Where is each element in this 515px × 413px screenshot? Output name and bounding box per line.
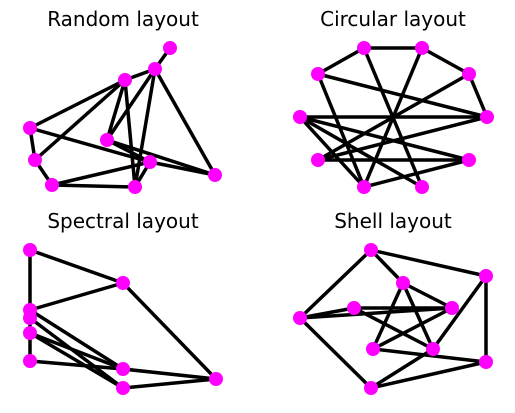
panel-title-circular: Circular layout — [320, 7, 466, 31]
graph-node — [116, 276, 130, 290]
graph-node — [209, 372, 223, 386]
graph-edge — [316, 46, 366, 76]
panel-title-spectral: Spectral layout — [47, 209, 198, 233]
graph-edge — [121, 377, 218, 390]
graph-node — [143, 155, 157, 169]
graph-edge — [28, 126, 152, 164]
panel-circular-edges — [298, 46, 489, 189]
graph-edge — [50, 183, 137, 189]
graph-edge — [28, 308, 125, 371]
graph-node — [148, 62, 162, 76]
graph-node — [208, 168, 222, 182]
graph-edge — [431, 274, 488, 351]
graph-node — [347, 301, 361, 315]
graph-edge — [28, 78, 127, 130]
graph-edge — [298, 115, 366, 189]
graph-node — [118, 73, 132, 87]
graph-edge — [298, 115, 471, 162]
panel-title-random: Random layout — [47, 7, 199, 31]
graph-edge — [298, 115, 424, 189]
graph-edge — [401, 281, 454, 310]
panel-spectral-nodes — [23, 243, 223, 395]
graph-node — [45, 178, 59, 192]
graph-edge — [28, 281, 125, 312]
graph-edge — [33, 78, 127, 162]
graph-node — [366, 342, 380, 356]
graph-edge — [369, 360, 488, 390]
panel-spectral: Spectral layout — [23, 209, 223, 395]
graph-edge — [371, 306, 454, 351]
graph-node — [462, 153, 476, 167]
graph-edge — [121, 281, 218, 381]
graph-edge — [105, 138, 217, 177]
graph-node — [311, 67, 325, 81]
panel-shell-nodes — [293, 243, 493, 395]
graph-node — [480, 110, 494, 124]
graph-edge — [50, 160, 152, 187]
panel-title-shell: Shell layout — [334, 209, 452, 233]
graph-node — [364, 381, 378, 395]
graph-edge — [123, 78, 137, 189]
graph-edge — [467, 72, 489, 119]
graph-node — [479, 269, 493, 283]
graph-edge — [298, 248, 373, 320]
graph-edge — [28, 359, 125, 371]
panel-circular: Circular layout — [293, 7, 494, 194]
graph-node — [311, 153, 325, 167]
graph-node — [462, 67, 476, 81]
graph-edge — [121, 367, 218, 381]
graph-node — [28, 153, 42, 167]
graph-node — [116, 362, 130, 376]
graph-edge — [28, 331, 125, 371]
panel-shell: Shell layout — [293, 209, 493, 395]
graph-node — [415, 180, 429, 194]
graph-node — [163, 41, 177, 55]
graph-edge — [420, 46, 471, 76]
graph-node — [364, 243, 378, 257]
graph-edge — [105, 67, 157, 142]
graph-edge — [316, 115, 489, 162]
graph-node — [23, 311, 37, 325]
graph-node — [357, 180, 371, 194]
graph-edge — [316, 72, 366, 189]
graph-node — [116, 381, 130, 395]
graph-node — [293, 110, 307, 124]
panel-spectral-edges — [28, 248, 218, 390]
graph-edge — [371, 347, 488, 364]
graph-node — [426, 342, 440, 356]
graph-edge — [369, 347, 435, 390]
graph-edge — [28, 248, 125, 285]
graph-edge — [369, 248, 405, 285]
graph-node — [415, 41, 429, 55]
graph-edge — [316, 72, 471, 162]
graph-edge — [133, 67, 157, 189]
panel-random-nodes — [23, 41, 222, 194]
graph-edge — [362, 158, 471, 189]
graph-node — [445, 301, 459, 315]
graph-node — [357, 41, 371, 55]
graph-node — [23, 326, 37, 340]
graph-edge — [298, 306, 454, 320]
graph-edge — [401, 281, 435, 351]
graph-node — [23, 243, 37, 257]
graph-edge — [105, 78, 127, 142]
graph-node — [100, 133, 114, 147]
graph-node — [23, 354, 37, 368]
panel-shell-edges — [298, 248, 488, 390]
graph-node — [396, 276, 410, 290]
graph-node — [23, 121, 37, 135]
panel-random-edges — [28, 46, 217, 189]
graph-node — [293, 311, 307, 325]
graph-edge — [369, 248, 488, 278]
panel-random: Random layout — [23, 7, 222, 194]
graph-node — [479, 355, 493, 369]
graph-edge — [28, 316, 125, 390]
graph-node — [128, 180, 142, 194]
graph-edge — [28, 331, 125, 390]
graph-edge — [153, 67, 217, 177]
graph-edge — [298, 316, 373, 390]
graph-edge — [371, 281, 405, 351]
panel-circular-nodes — [293, 41, 494, 194]
